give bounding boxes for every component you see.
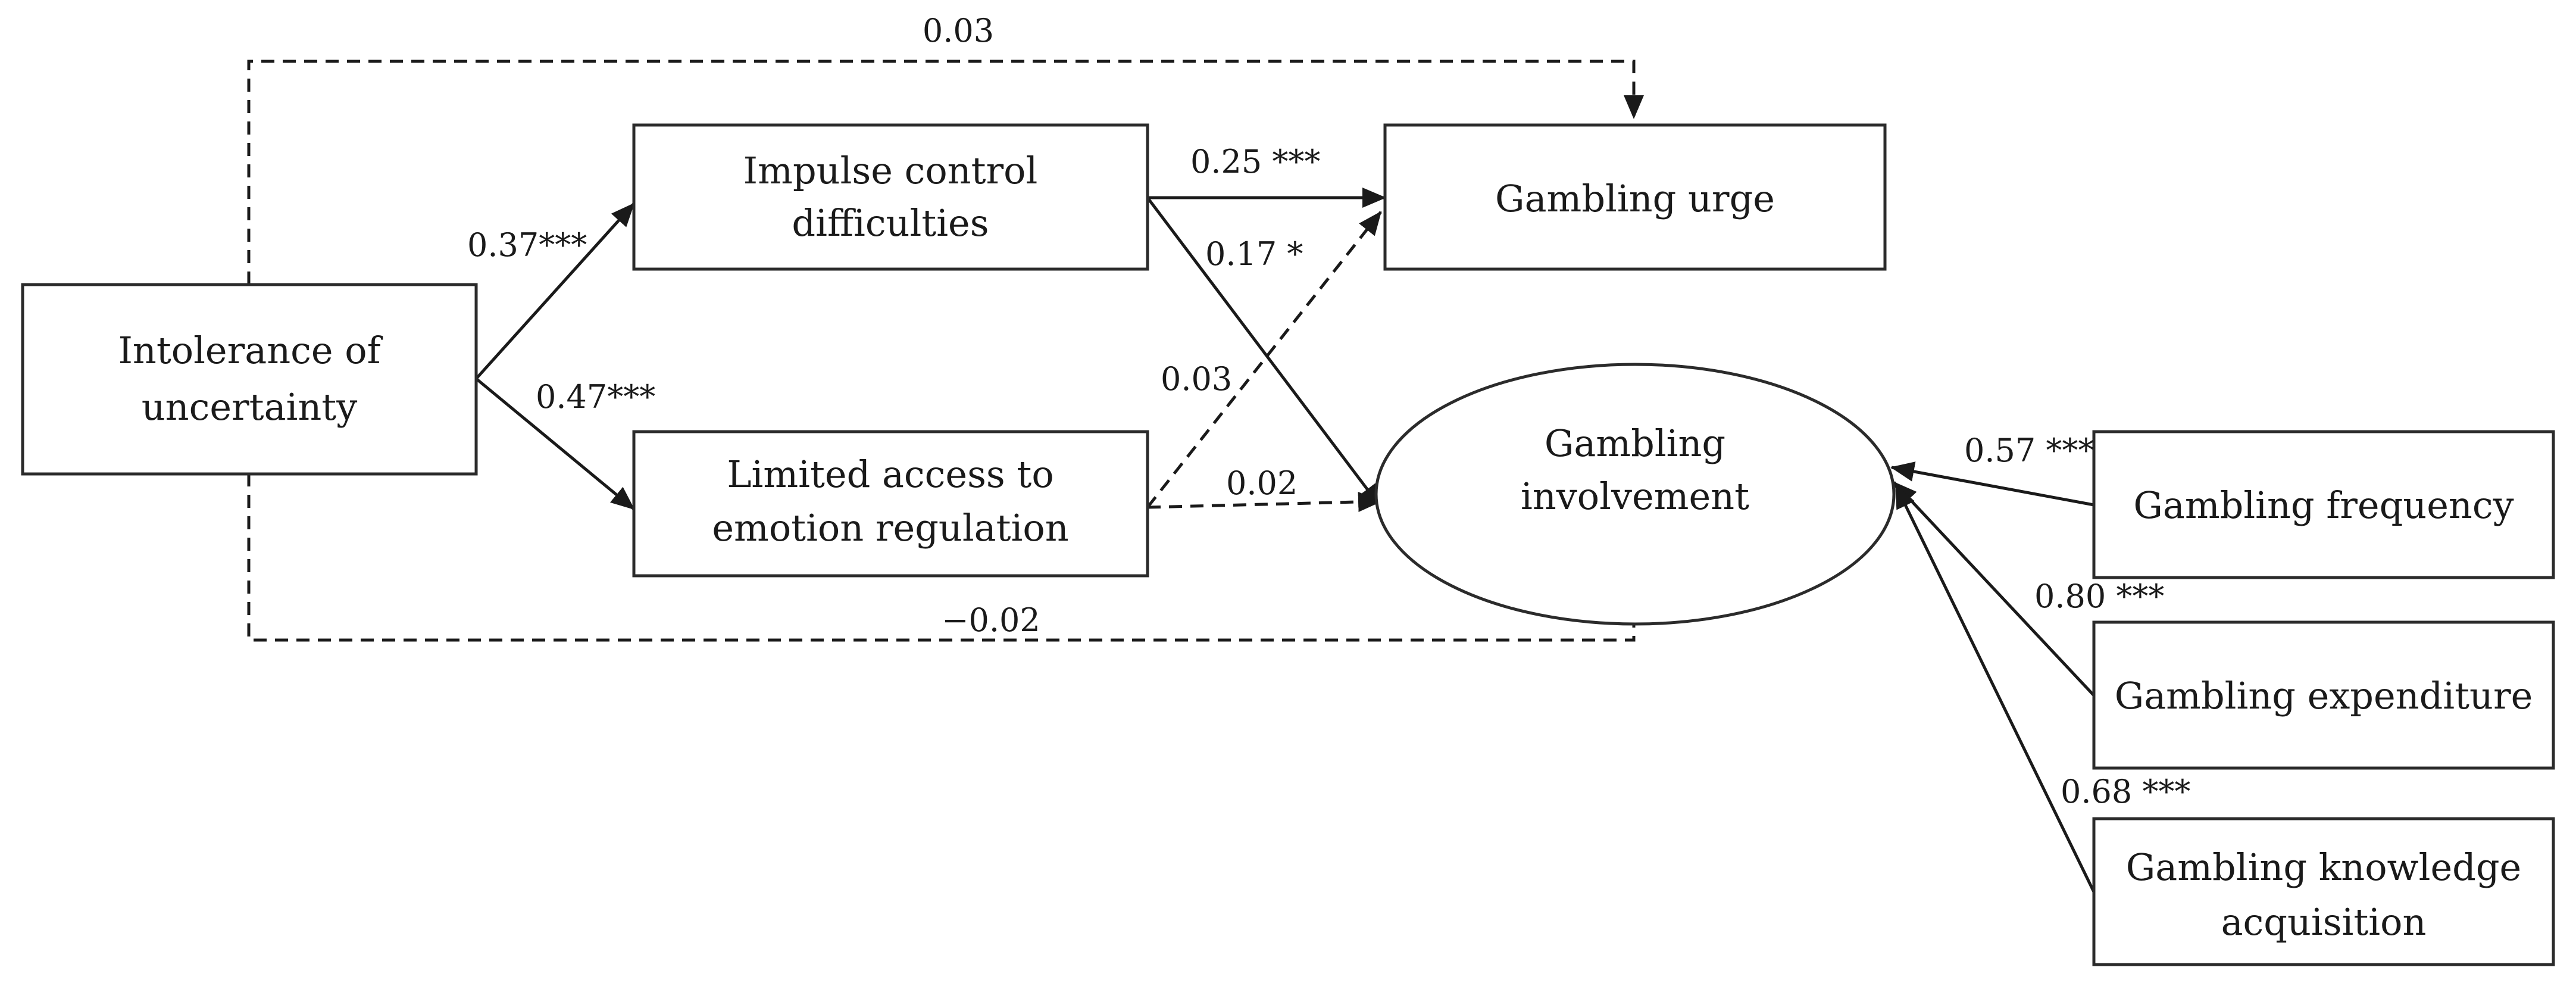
node-gambling-expenditure: Gambling expenditure — [2092, 620, 2555, 770]
node-label: involvement — [1521, 475, 1749, 518]
coef-frequency-loading: 0.57 *** — [1964, 432, 2094, 469]
node-label: Gambling — [1545, 422, 1725, 465]
edge-knowledge-loading — [1894, 484, 2096, 893]
edge-expenditure-loading — [1893, 481, 2095, 697]
edge-iu-to-involvement — [247, 473, 1644, 642]
coef-impulse-to-involvement: 0.17 * — [1205, 235, 1303, 273]
edge-limited-to-involvement — [1147, 491, 1382, 512]
coef-limited-to-urge: 0.03 — [1161, 360, 1232, 398]
node-impulse-control-difficulties: Impulse control difficulties — [632, 123, 1149, 271]
node-label: acquisition — [2221, 900, 2427, 944]
node-label: Intolerance of — [118, 329, 383, 372]
node-label: Impulse control — [743, 149, 1038, 192]
coef-impulse-to-urge: 0.25 *** — [1190, 143, 1320, 180]
node-intolerance-of-uncertainty: Intolerance of uncertainty — [21, 283, 478, 476]
coef-iu-to-limited: 0.47*** — [536, 378, 655, 416]
node-label: Gambling frequency — [2133, 483, 2514, 527]
node-label: Gambling knowledge — [2126, 845, 2521, 889]
node-label: uncertainty — [142, 385, 358, 429]
node-label: Limited access to — [727, 453, 1053, 496]
node-label: emotion regulation — [712, 506, 1068, 550]
coef-limited-to-involvement: 0.02 — [1226, 464, 1298, 502]
node-gambling-urge: Gambling urge — [1383, 123, 1887, 271]
edge-iu-to-limited — [475, 377, 635, 510]
coef-iu-to-impulse: 0.37*** — [467, 226, 587, 264]
node-limited-access-emotion-regulation: Limited access to emotion regulation — [632, 430, 1149, 578]
edge-impulse-to-involvement — [1146, 196, 1382, 508]
coef-expenditure-loading: 0.80 *** — [2034, 578, 2164, 615]
coef-knowledge-loading: 0.68 *** — [2061, 773, 2190, 810]
edge-iu-to-impulse — [475, 202, 635, 380]
edge-frequency-loading — [1890, 461, 2094, 507]
edge-iu-to-urge — [247, 60, 1644, 285]
node-label: difficulties — [792, 201, 989, 245]
node-label: Gambling urge — [1495, 177, 1775, 220]
coef-iu-to-involvement: −0.02 — [942, 601, 1040, 639]
coef-iu-to-urge: 0.03 — [923, 12, 994, 49]
node-gambling-knowledge-acquisition: Gambling knowledge acquisition — [2092, 817, 2555, 966]
node-label: Gambling expenditure — [2115, 674, 2533, 717]
node-gambling-involvement: Gambling involvement — [1374, 363, 1896, 626]
node-gambling-frequency: Gambling frequency — [2092, 430, 2555, 579]
